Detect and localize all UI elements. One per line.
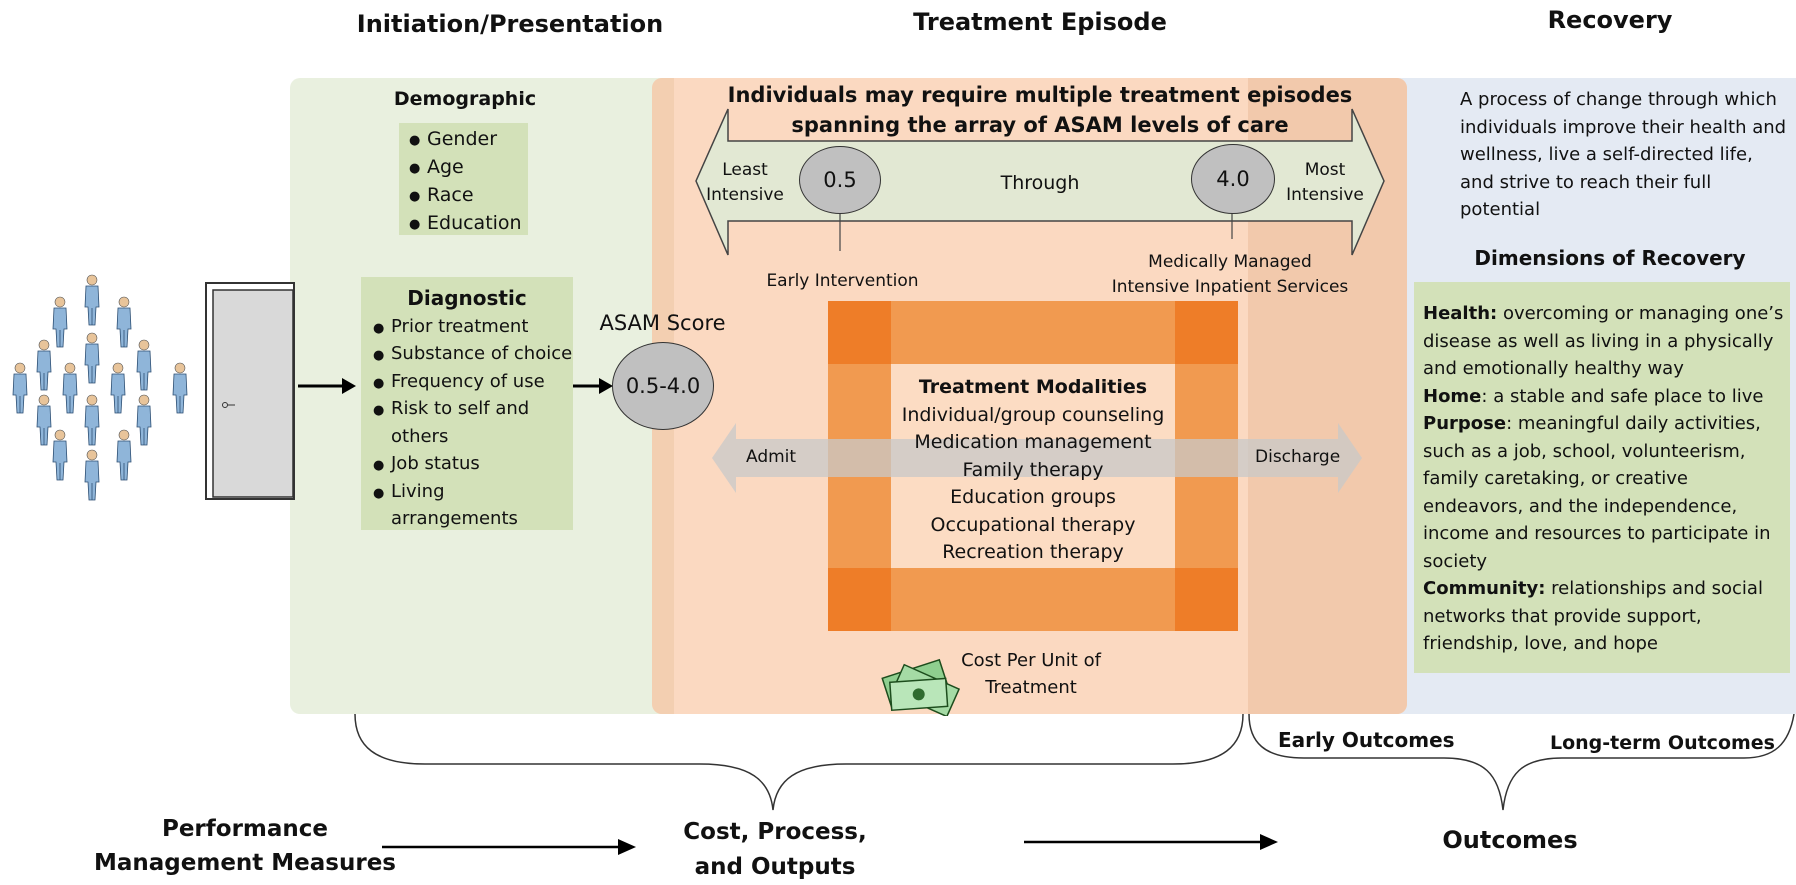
most-label-line: Intensive xyxy=(1286,185,1364,205)
performance-line: Management Measures xyxy=(93,850,396,876)
medically-managed-line: Medically Managed xyxy=(1148,252,1312,272)
demographic-box: Gender Age Race Education xyxy=(399,123,528,239)
dimension-term: Health: xyxy=(1423,303,1498,324)
medically-managed-label: Medically Managed Intensive Inpatient Se… xyxy=(1100,250,1360,300)
admit-discharge-arrow xyxy=(712,423,1362,493)
modality-item: Individual/group counseling xyxy=(901,403,1165,426)
early-outcomes-label: Early Outcomes xyxy=(1278,728,1455,752)
door-icon xyxy=(205,282,295,500)
least-label-line: Least xyxy=(722,160,768,180)
medically-managed-line: Intensive Inpatient Services xyxy=(1111,277,1349,297)
cpo-line: Cost, Process, xyxy=(683,819,867,845)
modalities-title: Treatment Modalities xyxy=(918,376,1148,398)
modality-item: Medication management xyxy=(914,431,1152,453)
frame-corner xyxy=(1175,301,1238,364)
demographic-item: Gender xyxy=(409,125,528,155)
dimensions-box: Health: overcoming or managing one’s dis… xyxy=(1414,282,1790,673)
arrow-to-cost xyxy=(382,839,636,855)
demographic-item: Education xyxy=(409,209,528,239)
dimension-term: Community: xyxy=(1423,578,1546,599)
asam-score-label: ASAM Score xyxy=(599,311,726,335)
demographic-item: Race xyxy=(409,181,528,211)
discharge-label: Discharge xyxy=(1255,447,1341,467)
long-term-outcomes-label: Long-term Outcomes xyxy=(1550,732,1775,754)
admit-label: Admit xyxy=(746,447,797,467)
brace-cost-process xyxy=(354,714,1244,811)
diagnostic-item: Substance of choice xyxy=(373,340,573,369)
diagnostic-item: Risk to self and others xyxy=(373,395,573,450)
least-label-line: Intensive xyxy=(706,185,784,205)
dimension-term: Home xyxy=(1423,385,1482,407)
diagnostic-item: Job status xyxy=(373,450,573,479)
episode-title-line: Individuals may require multiple treatme… xyxy=(727,83,1353,107)
dimension-text: overcoming or managing one’s disease as … xyxy=(1423,303,1784,379)
most-intensive-label: Most Intensive xyxy=(1280,158,1370,208)
through-label: Through xyxy=(1000,172,1080,194)
asam-score-oval: 0.5-4.0 xyxy=(612,342,714,430)
cost-line: Cost Per Unit of xyxy=(961,650,1101,671)
frame-corner xyxy=(828,301,891,364)
diagnostic-box: Diagnostic Prior treatment Substance of … xyxy=(361,277,573,530)
intensity-double-arrow xyxy=(695,108,1385,256)
frame-corner xyxy=(828,568,891,631)
modality-item: Education groups xyxy=(950,486,1116,508)
episode-title-line: spanning the array of ASAM levels of car… xyxy=(791,113,1289,137)
recovery-description: A process of change through which indivi… xyxy=(1460,89,1787,220)
dimensions-title: Dimensions of Recovery xyxy=(1474,246,1746,270)
people-cluster-icon xyxy=(12,274,188,501)
dimension-text: relationships and social networks that p… xyxy=(1423,578,1763,654)
diagnostic-item: Prior treatment xyxy=(373,313,573,341)
performance-line: Performance xyxy=(161,816,329,842)
demographic-title: Demographic xyxy=(393,88,537,110)
cost-line: Treatment xyxy=(985,677,1077,698)
dimension-text: : a stable and safe place to live xyxy=(1481,385,1764,407)
dimension-community: Community: relationships and social netw… xyxy=(1423,575,1790,658)
modalities-list: Treatment Modalities Individual/group co… xyxy=(880,374,1186,567)
dimension-home: Home: a stable and safe place to live xyxy=(1423,383,1790,411)
dimension-purpose: Purpose: meaningful daily activities, su… xyxy=(1423,410,1790,575)
demographic-item: Age xyxy=(409,153,528,183)
arrow-to-outcomes xyxy=(1024,834,1278,850)
outcomes-label: Outcomes xyxy=(1442,826,1578,854)
dimension-term: Purpose xyxy=(1423,413,1507,434)
diagnostic-item: Frequency of use xyxy=(373,368,573,396)
level-high-oval: 4.0 xyxy=(1191,144,1275,214)
episode-title: Individuals may require multiple treatme… xyxy=(720,80,1360,140)
modality-item: Recreation therapy xyxy=(942,541,1124,563)
cpo-line: and Outputs xyxy=(694,854,856,880)
modality-item: Occupational therapy xyxy=(930,513,1136,536)
header-treatment-episode: Treatment Episode xyxy=(913,8,1167,36)
arrow-to-asam xyxy=(571,378,613,394)
level-low-oval: 0.5 xyxy=(799,146,881,214)
cost-per-unit-label: Cost Per Unit of Treatment xyxy=(946,647,1116,701)
modality-item: Family therapy xyxy=(962,458,1104,481)
dimension-health: Health: overcoming or managing one’s dis… xyxy=(1423,300,1790,383)
cost-process-outputs-label: Cost, Process, and Outputs xyxy=(660,815,890,885)
header-recovery: Recovery xyxy=(1547,6,1673,34)
performance-measures-label: Performance Management Measures xyxy=(90,812,400,880)
brace-outcomes xyxy=(1248,714,1795,811)
dimension-text: : meaningful daily activities, such as a… xyxy=(1423,413,1771,572)
arrow-to-diagnostic xyxy=(298,378,356,394)
early-intervention-label: Early Intervention xyxy=(766,271,919,291)
most-label-line: Most xyxy=(1304,160,1346,180)
header-initiation: Initiation/Presentation xyxy=(356,10,664,38)
diagnostic-title: Diagnostic xyxy=(407,286,527,310)
money-icon xyxy=(881,658,961,716)
frame-corner xyxy=(1175,568,1238,631)
least-intensive-label: Least Intensive xyxy=(700,158,790,208)
diagnostic-item: Living arrangements xyxy=(373,478,573,533)
